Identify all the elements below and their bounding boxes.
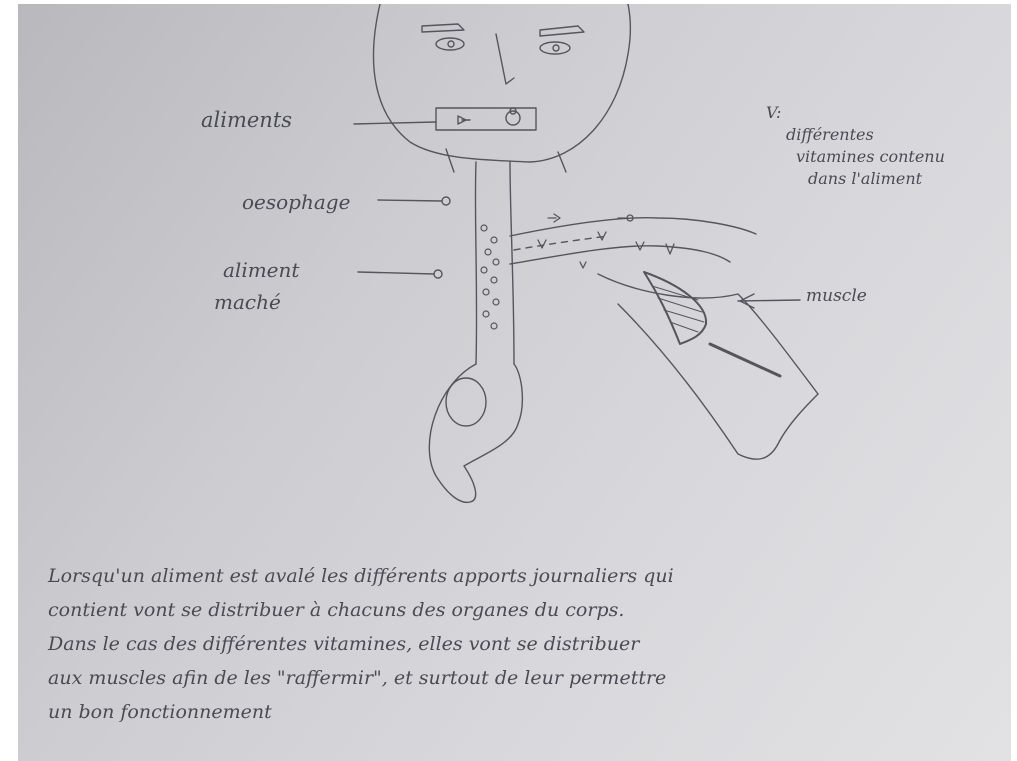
esophagus-tube: [475, 162, 514, 364]
vessel-lower: [510, 246, 730, 264]
label-aliment-mache-line1: aliment: [223, 260, 299, 280]
arrow-muscle: [738, 300, 800, 301]
label-aliments: aliments: [201, 110, 292, 131]
vitamin-marks: [538, 214, 674, 268]
note-line: dans l'aliment: [808, 168, 996, 190]
drawing-photo: aliments oesophage aliment maché muscle …: [18, 4, 1011, 761]
neck-left: [446, 149, 454, 172]
arrow-aliments: [354, 122, 436, 124]
note-mark: V:: [766, 102, 996, 124]
muscle-shape: [644, 272, 706, 344]
note-line: vitamines contenu: [796, 146, 996, 168]
vitamin-legend-note: V: différentes vitamines contenu dans l'…: [766, 102, 996, 190]
arm-outline-top: [598, 274, 818, 394]
note-line: différentes: [786, 124, 996, 146]
mouth-icon: [436, 108, 536, 130]
label-muscle: muscle: [806, 288, 867, 305]
vessel-upper: [510, 218, 756, 236]
paragraph-line: un bon fonctionnement: [48, 695, 948, 729]
left-eye-icon: [436, 38, 464, 50]
chewed-food-dots: [481, 225, 499, 329]
bone-line: [710, 344, 780, 376]
head-outline: [373, 4, 630, 162]
stomach-inner: [446, 378, 486, 426]
arrow-oesophage: [378, 200, 442, 201]
stomach-outline: [429, 364, 522, 502]
left-eyebrow-icon: [422, 24, 464, 32]
arm-outline-bottom: [618, 304, 818, 459]
explanation-paragraph: Lorsqu'un aliment est avalé les différen…: [48, 559, 948, 729]
arrow-aliment-mache: [358, 272, 434, 274]
right-eye-icon: [540, 42, 570, 54]
paragraph-line: aux muscles afin de les "raffermir", et …: [48, 661, 948, 695]
paragraph-line: contient vont se distribuer à chacuns de…: [48, 593, 948, 627]
label-oesophage: oesophage: [242, 192, 350, 212]
nose-icon: [496, 34, 514, 84]
paragraph-line: Lorsqu'un aliment est avalé les différen…: [48, 559, 948, 593]
paragraph-line: Dans le cas des différentes vitamines, e…: [48, 627, 948, 661]
right-eyebrow-icon: [540, 26, 584, 36]
label-aliment-mache-line2: maché: [214, 292, 281, 312]
